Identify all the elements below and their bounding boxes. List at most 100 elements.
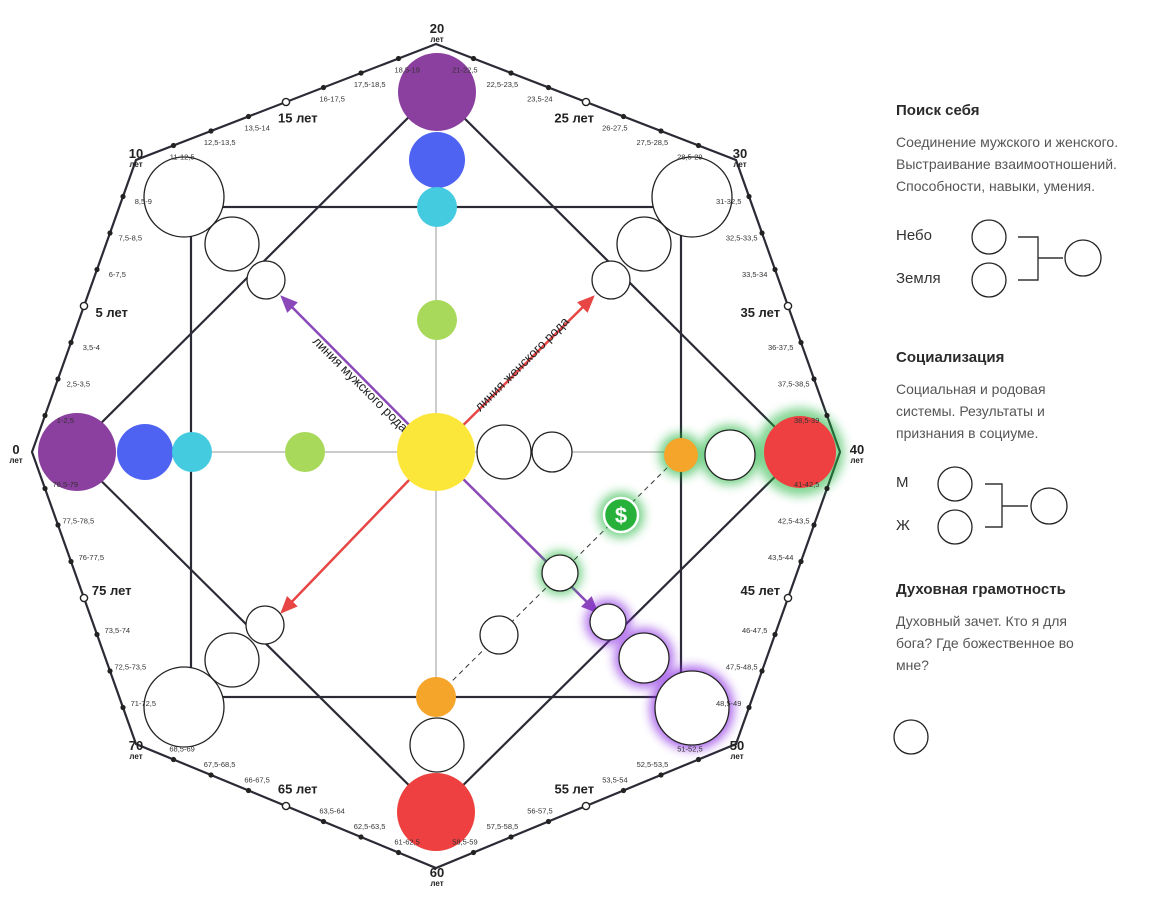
age-label-minor: 51-52,5 xyxy=(677,744,702,753)
age-label-minor: 21-22,5 xyxy=(452,66,477,75)
circle-center-right-white-2 xyxy=(531,431,573,473)
age-label-minor: 42,5-43,5 xyxy=(778,516,810,525)
section-socialization: Социализация Социальная и родовая систем… xyxy=(896,349,1172,444)
age-label-minor: 33,5-34 xyxy=(742,270,767,279)
age-marker-minor xyxy=(798,558,804,565)
age-50-unit: лет xyxy=(730,752,743,761)
age-marker-minor xyxy=(120,193,126,200)
search-self-title: Поиск себя xyxy=(896,102,980,119)
age-20-num: 20 xyxy=(430,21,444,36)
age-label-minor: 67,5-68,5 xyxy=(204,760,236,769)
age-marker-minor xyxy=(746,193,752,200)
circle-left-purple xyxy=(38,413,116,491)
age-marker-minor xyxy=(42,485,48,492)
age-label-minor: 73,5-74 xyxy=(105,626,130,635)
circle-br-violet-2 xyxy=(618,632,670,684)
age-marker-minor xyxy=(620,113,627,120)
age-marker-minor xyxy=(68,558,74,565)
age-marker-minor xyxy=(695,756,702,763)
circle-top-cyan xyxy=(417,187,457,227)
age-label-minor: 32,5-33,5 xyxy=(726,234,758,243)
circle-tr-small xyxy=(591,260,631,300)
age-label-minor: 16-17,5 xyxy=(319,95,344,104)
age-marker-minor xyxy=(470,849,477,856)
age-marker-minor xyxy=(759,668,765,674)
age-marker-minor xyxy=(824,412,830,419)
age-70-num: 70 xyxy=(129,738,143,753)
age-label-minor: 66-67,5 xyxy=(244,775,269,784)
age-marker-minor xyxy=(94,266,100,273)
age-label-minor: 8,5-9 xyxy=(135,197,152,206)
age-marker-minor xyxy=(170,142,177,149)
age-marker-minor xyxy=(759,230,765,236)
circle-left-green xyxy=(285,432,325,472)
circle-br-violet-3 xyxy=(654,670,730,746)
circle-bottom-white xyxy=(409,717,465,773)
label-zemlya: Земля xyxy=(896,270,941,287)
age-label-minor: 52,5-53,5 xyxy=(637,760,669,769)
age-label-minor: 77,5-78,5 xyxy=(62,516,94,525)
label-nebo: Небо xyxy=(896,227,932,244)
age-label-minor: 23,5-24 xyxy=(527,95,552,104)
age-40-num: 40 xyxy=(850,442,864,457)
age-50-num: 50 xyxy=(730,738,744,753)
age-label-minor: 47,5-48,5 xyxy=(726,662,758,671)
age-label-minor: 46-47,5 xyxy=(742,626,767,635)
age-0-num: 0 xyxy=(12,442,19,457)
age-marker-minor xyxy=(772,266,778,273)
circle-left-blue xyxy=(117,424,173,480)
age-marker-minor xyxy=(245,787,252,794)
age-marker-minor xyxy=(107,230,113,236)
circle-top-green xyxy=(417,300,457,340)
age-label-major: 65 лет xyxy=(278,781,318,796)
age-label-minor: 57,5-58,5 xyxy=(487,822,519,831)
age-marker-minor xyxy=(42,412,48,419)
age-marker-minor xyxy=(55,522,61,528)
search-self-text: Соединение мужского и женского. Выстраив… xyxy=(896,134,1119,194)
money-circle xyxy=(602,496,640,534)
age-label-minor: 41-42,5 xyxy=(794,480,819,489)
age-label-minor: 76-77,5 xyxy=(79,553,104,562)
age-label-minor: 38,5-39 xyxy=(794,416,819,425)
age-label-major: 15 лет xyxy=(278,111,318,126)
age-40-unit: лет xyxy=(850,456,863,465)
circle-br-mid-green xyxy=(541,554,579,592)
destiny-matrix-diagram: линия мужского рода линия женского рода … xyxy=(9,21,864,888)
age-marker-major xyxy=(79,301,89,311)
age-marker-minor xyxy=(620,787,627,794)
age-marker-major xyxy=(281,801,291,811)
circle-bl-small xyxy=(245,605,285,645)
age-10-unit: лет xyxy=(129,160,142,169)
age-marker-minor xyxy=(508,834,514,840)
age-marker-minor xyxy=(107,668,113,674)
age-marker-major xyxy=(79,593,89,603)
age-label-minor: 53,5-54 xyxy=(602,775,627,784)
age-label-minor: 3,5-4 xyxy=(83,343,100,352)
circle-left-cyan xyxy=(172,432,212,472)
age-marker-minor xyxy=(208,128,214,134)
age-label-minor: 13,5-14 xyxy=(244,124,269,133)
female-line-label: линия женского рода xyxy=(472,313,573,414)
age-label-minor: 63,5-64 xyxy=(319,806,344,815)
age-30-num: 30 xyxy=(733,146,747,161)
age-marker-minor xyxy=(545,84,552,91)
circle-br-violet-1 xyxy=(589,603,627,641)
age-marker-major xyxy=(281,97,291,107)
age-label-major: 25 лет xyxy=(554,111,594,126)
age-label-minor: 27,5-28,5 xyxy=(636,138,668,147)
age-marker-minor xyxy=(658,128,664,134)
circle-money-line-white xyxy=(479,615,519,655)
circle-right-white xyxy=(704,429,756,481)
age-marker-major xyxy=(581,97,591,107)
age-label-major: 75 лет xyxy=(92,583,132,598)
age-20-unit: лет xyxy=(430,35,443,44)
circle-center-yellow xyxy=(397,413,475,491)
age-marker-minor xyxy=(470,55,477,62)
age-label-minor: 17,5-18,5 xyxy=(354,80,386,89)
circle-bl-mid xyxy=(204,632,260,688)
circle-right-red xyxy=(764,416,836,488)
nebo-circle xyxy=(971,219,1007,255)
age-label-minor: 68,5-69 xyxy=(169,744,194,753)
section-spiritual: Духовная грамотность Духовный зачет. Кто… xyxy=(896,581,1172,676)
circle-tl-small xyxy=(246,260,286,300)
